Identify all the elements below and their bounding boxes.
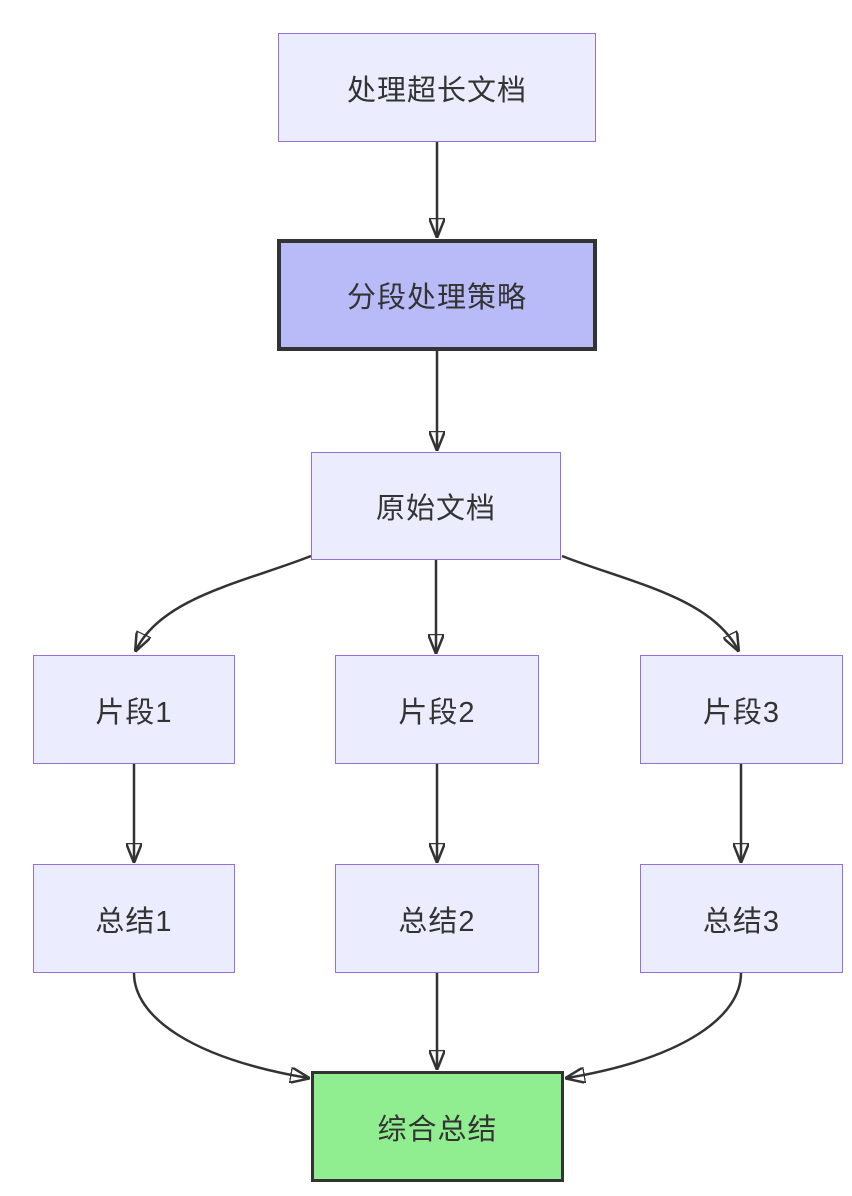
edge-s3-f xyxy=(567,972,743,1078)
node-label: 总结2 xyxy=(398,905,476,938)
node-summary-3: 总结3 xyxy=(640,864,843,973)
edge-s1-f xyxy=(132,972,308,1078)
node-label: 总结3 xyxy=(702,905,781,938)
node-fragment-3: 片段3 xyxy=(640,655,843,764)
node-label: 原始文档 xyxy=(375,493,496,525)
node-fragment-1: 片段1 xyxy=(33,655,235,764)
node-segmentation-strategy: 分段处理策略 xyxy=(277,239,597,351)
node-label: 分段处理策略 xyxy=(346,282,527,314)
node-label: 片段3 xyxy=(702,696,781,729)
edge-c-d3 xyxy=(561,554,738,650)
node-fragment-2: 片段2 xyxy=(335,655,539,764)
node-original-document: 原始文档 xyxy=(311,452,561,560)
node-label: 综合总结 xyxy=(377,1113,498,1146)
node-summary-1: 总结1 xyxy=(33,864,235,973)
node-label: 片段2 xyxy=(398,696,476,729)
node-handle-long-document: 处理超长文档 xyxy=(278,33,596,142)
node-combined-summary: 综合总结 xyxy=(311,1071,564,1182)
node-label: 处理超长文档 xyxy=(346,74,527,107)
node-summary-2: 总结2 xyxy=(335,864,539,973)
node-label: 片段1 xyxy=(95,696,173,729)
node-label: 总结1 xyxy=(95,905,173,938)
edge-c-d1 xyxy=(136,554,312,650)
